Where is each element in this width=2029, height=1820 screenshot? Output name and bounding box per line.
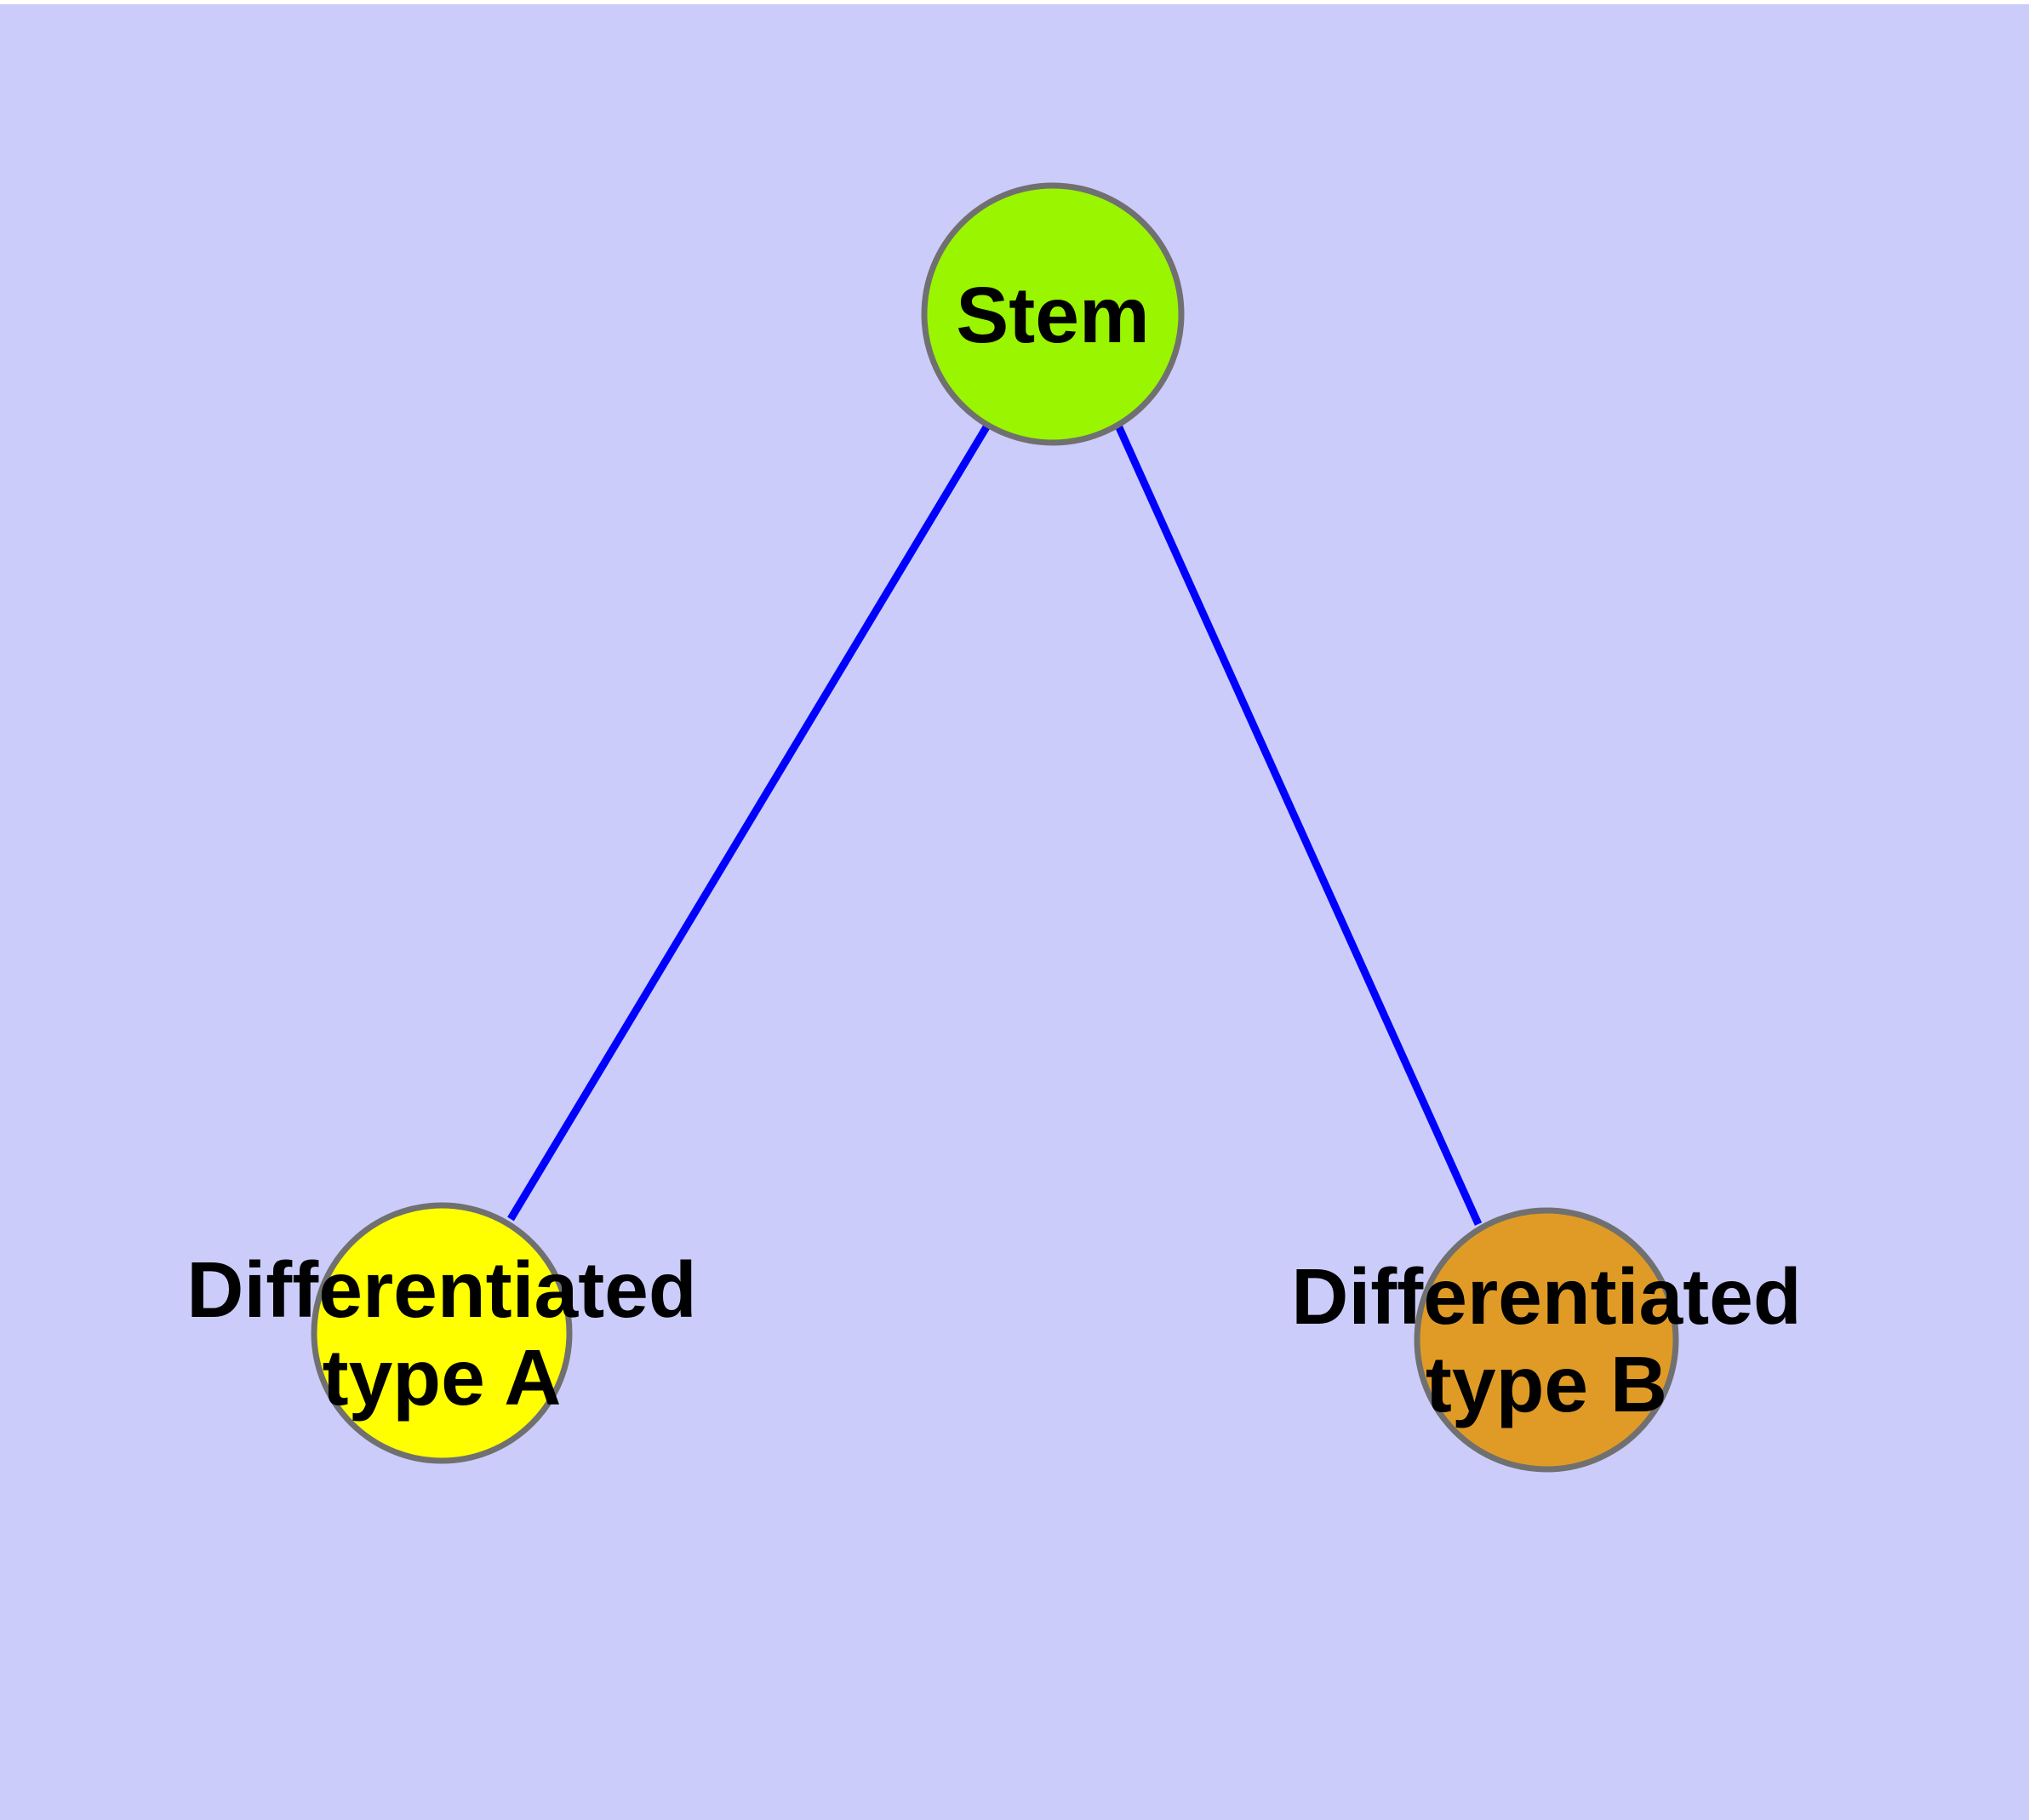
node-differentiated-type-b[interactable]	[1414, 1207, 1679, 1473]
node-differentiated-type-b-label-line2: type B	[1426, 1340, 1667, 1428]
edge-stem-to-differentiated-a[interactable]	[507, 423, 991, 1222]
node-differentiated-type-a-label-line1: Differentiated	[186, 1245, 696, 1334]
node-stem-circle[interactable]	[921, 182, 1185, 446]
node-differentiated-type-a-label-line2: type A	[323, 1333, 562, 1422]
node-differentiated-type-a-circle[interactable]	[311, 1202, 573, 1464]
edge-stem-to-differentiated-b[interactable]	[1114, 424, 1483, 1226]
top-white-strip	[0, 0, 2029, 4]
labels-group: Stem Differentiated type A Differentiate…	[186, 271, 1801, 1428]
node-stem[interactable]	[921, 182, 1185, 446]
edges-group	[507, 423, 1483, 1226]
node-differentiated-type-a[interactable]	[311, 1202, 573, 1464]
node-stem-label-line1: Stem	[956, 271, 1149, 359]
node-differentiated-type-b-circle[interactable]	[1414, 1207, 1679, 1473]
nodes-group	[311, 182, 1679, 1473]
node-differentiated-type-b-label-line1: Differentiated	[1291, 1252, 1801, 1341]
